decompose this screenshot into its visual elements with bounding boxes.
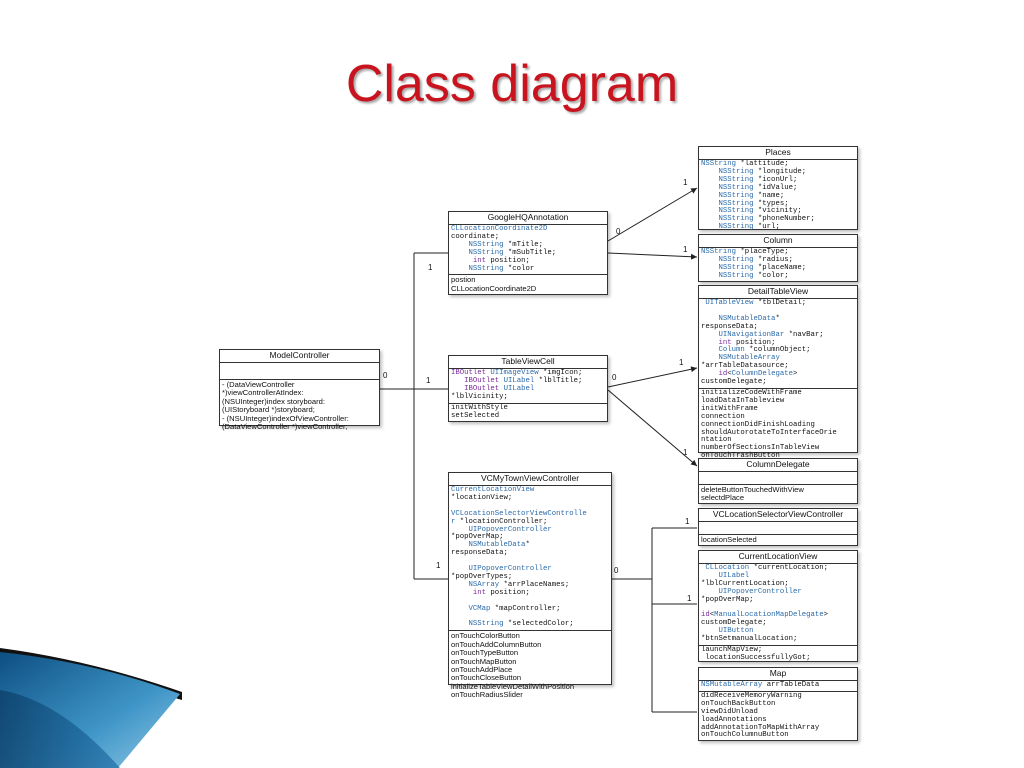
class-attributes: NSMutableArray arrTableData [699,681,857,692]
class-name: TableViewCell [449,356,607,369]
class-name: ColumnDelegate [699,459,857,472]
class-name: VCLocationSelectorViewController [699,509,857,522]
class-name: ModelController [220,350,379,363]
mult-cell-detail: 1 [679,358,684,367]
class-detail-table-view[interactable]: DetailTableView UITableView *tblDetail; … [698,285,858,460]
mult-mc-vc: 1 [436,561,441,570]
class-attributes: NSString *placeType; NSString *radius; N… [701,248,807,280]
mult-vc-out: 0 [614,566,619,575]
class-methods: didReceiveMemoryWarning onTouchBackButto… [701,691,820,740]
mult-cell-delegate: 1 [683,448,688,457]
class-column-delegate[interactable]: ColumnDelegate deleteButtonTouchedWithVi… [698,458,858,504]
class-current-location-view[interactable]: CurrentLocationView CLLocation *currentL… [698,550,858,662]
class-table-view-cell[interactable]: TableViewCell IBOutlet UIImageView *imgI… [448,355,608,422]
class-methods: deleteButtonTouchedWithView selectdPlace [701,485,804,503]
class-methods: launchMapView; locationSuccessfullyGot; [701,646,811,662]
mult-google-column: 1 [683,245,688,254]
class-methods: locationSelected [701,535,757,544]
mult-mc-cell: 1 [426,376,431,385]
class-name: CurrentLocationView [699,551,857,564]
slide-title: Class diagram [345,55,679,113]
class-attributes: CurrentLocationView *locationView; VCLoc… [449,486,611,632]
mult-mc-out: 0 [383,371,388,380]
mult-vc-current: 1 [687,594,692,603]
class-name: GoogleHQAnnotation [449,212,607,225]
class-name: Column [699,235,857,248]
class-attributes [699,472,857,485]
class-name: DetailTableView [699,286,857,299]
mult-mc-google: 1 [428,263,433,272]
class-model-controller[interactable]: ModelController - (DataViewController *)… [219,349,380,431]
class-attributes: NSString *lattitude; NSString *longitude… [701,160,815,232]
class-google-hq-annotation[interactable]: GoogleHQAnnotation CLLocationCoordinate2… [448,211,608,295]
class-attributes: CLLocation *currentLocation; UILabel *lb… [699,564,857,647]
class-vc-my-town-view-controller[interactable]: VCMyTownViewController CurrentLocationVi… [448,472,612,699]
class-methods: onTouchColorButton onTouchAddColumnButto… [451,631,575,700]
mult-google-out: 0 [616,227,621,236]
line-google-places [607,187,698,242]
class-map[interactable]: Map NSMutableArray arrTableData didRecei… [698,667,858,741]
class-column[interactable]: Column NSString *placeType; NSString *ra… [698,234,858,282]
class-attributes [699,522,857,535]
class-name: VCMyTownViewController [449,473,611,486]
class-methods: initializeCodeWithFrame loadDataInTablev… [701,388,837,461]
line-cell-detail [607,366,698,388]
class-places[interactable]: Places NSString *lattitude; NSString *lo… [698,146,858,232]
mult-google-places: 1 [683,178,688,187]
class-attributes: UITableView *tblDetail; NSMutableData* r… [699,299,857,389]
mult-vc-selector: 1 [685,517,690,526]
class-methods: postion CLLocationCoordinate2D [451,275,537,293]
mult-cell-out: 0 [612,373,617,382]
class-name: Places [699,147,857,160]
class-attributes: IBOutlet UIImageView *imgIcon; IBOutlet … [449,369,607,404]
class-attributes: CLLocationCoordinate2D coordinate; NSStr… [449,225,607,276]
class-name: Map [699,668,857,681]
class-attributes [220,363,379,380]
class-vc-location-selector-view-controller[interactable]: VCLocationSelectorViewController locatio… [698,508,858,546]
class-methods: initWithStyle setSelected [451,403,508,420]
class-methods: - (DataViewController *)viewControllerAt… [222,380,349,432]
